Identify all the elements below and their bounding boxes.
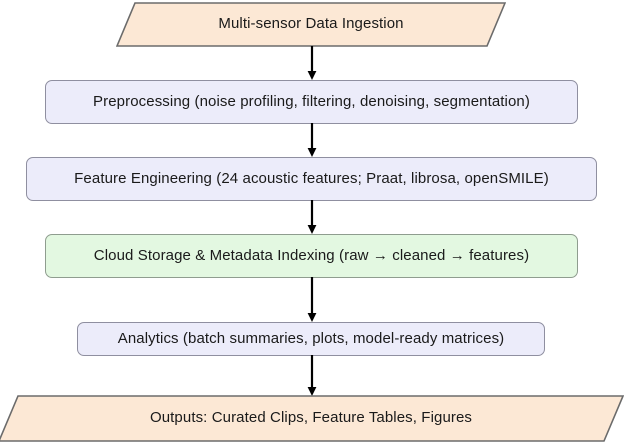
- node-preprocessing[interactable]: Preprocessing (noise profiling, filterin…: [45, 80, 578, 124]
- parallelogram-shape-ingestion: [116, 2, 506, 47]
- node-label-analytics: Analytics (batch summaries, plots, model…: [117, 329, 505, 347]
- node-analytics[interactable]: Analytics (batch summaries, plots, model…: [77, 322, 545, 356]
- arrow-icon: [307, 277, 317, 322]
- node-label-ingestion: Multi-sensor Data Ingestion: [218, 15, 404, 33]
- connector-cloud-storage-to-analytics: [305, 277, 319, 323]
- connector-feature-engineering-to-cloud-storage: [305, 200, 319, 235]
- arrow-icon: [307, 200, 317, 234]
- node-cloud-storage-metadata-indexing[interactable]: Cloud Storage & Metadata Indexing (raw →…: [45, 234, 578, 278]
- parallelogram-shape-outputs: [0, 395, 624, 442]
- arrow-icon: [307, 123, 317, 157]
- node-feature-engineering[interactable]: Feature Engineering (24 acoustic feature…: [26, 157, 597, 201]
- connector-preprocessing-to-feature-engineering: [305, 123, 319, 158]
- connector-ingestion-to-preprocessing: [305, 46, 319, 81]
- arrow-icon: [307, 46, 317, 80]
- node-multi-sensor-data-ingestion[interactable]: Multi-sensor Data Ingestion: [116, 2, 506, 47]
- node-outputs[interactable]: Outputs: Curated Clips, Feature Tables, …: [0, 395, 624, 442]
- node-label-cloud-storage: Cloud Storage & Metadata Indexing (raw →…: [93, 246, 530, 264]
- node-label-outputs: Outputs: Curated Clips, Feature Tables, …: [149, 409, 473, 427]
- arrow-icon: [307, 355, 317, 396]
- node-label-feature-engineering: Feature Engineering (24 acoustic feature…: [74, 169, 549, 187]
- node-label-preprocessing: Preprocessing (noise profiling, filterin…: [93, 92, 530, 110]
- connector-analytics-to-outputs: [305, 355, 319, 397]
